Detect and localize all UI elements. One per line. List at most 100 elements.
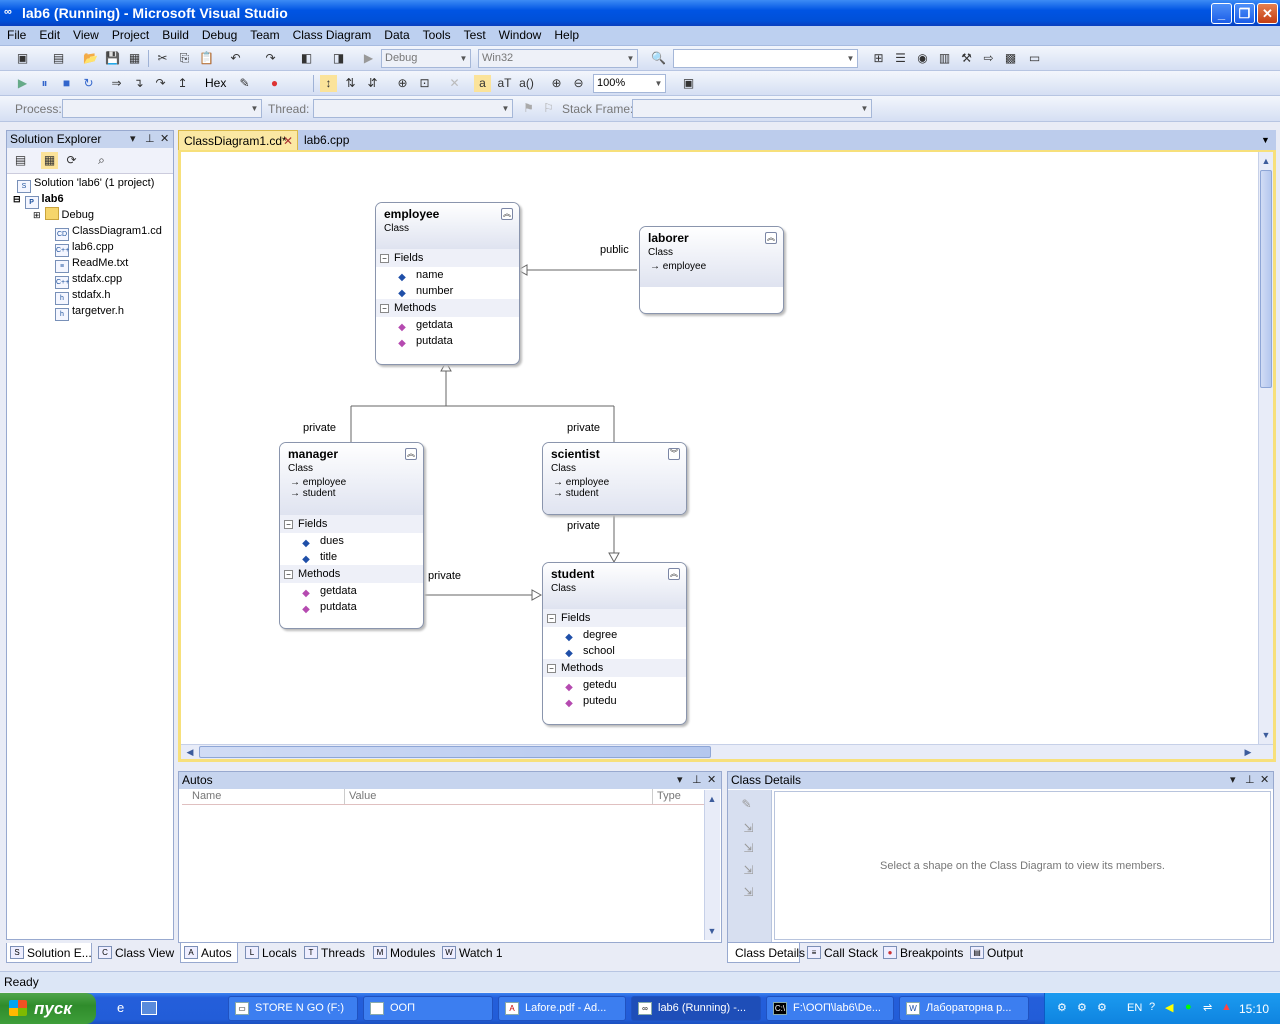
collapse-icon[interactable]: − (547, 664, 556, 673)
scroll-up-icon[interactable]: ▲ (1261, 156, 1271, 166)
method-item[interactable]: ◆getdata (280, 583, 423, 599)
scroll-down-icon[interactable]: ▼ (1261, 730, 1271, 740)
menu-class-diagram[interactable]: Class Diagram (292, 28, 372, 42)
collapse-icon[interactable]: − (284, 570, 293, 579)
tab-breakpoints[interactable]: ●Breakpoints (880, 943, 963, 963)
add-field-icon[interactable]: ⇲ (743, 863, 754, 877)
autos-scrollbar[interactable]: ▲ ▼ (704, 790, 720, 940)
menu-team[interactable]: Team (250, 28, 280, 42)
collapse-icon[interactable]: − (547, 614, 556, 623)
properties-icon[interactable]: ▤ (14, 153, 27, 167)
navigate-forward-icon[interactable]: ◨ (332, 51, 345, 65)
navigate-backward-icon[interactable]: ◧ (300, 51, 313, 65)
task-oop[interactable]: ООП (363, 996, 493, 1021)
menu-project[interactable]: Project (111, 28, 150, 42)
antivirus-icon[interactable]: ● (1185, 1001, 1192, 1013)
object-browser-icon[interactable]: ◉ (917, 51, 928, 65)
cut-icon[interactable]: ✂ (157, 51, 168, 65)
maximize-button[interactable]: ❐ (1234, 3, 1255, 24)
section-methods[interactable]: −Methods (280, 565, 423, 583)
column-type[interactable]: Type (657, 790, 681, 802)
show-all-files-icon[interactable]: ▦ (41, 152, 58, 169)
method-item[interactable]: ◆getdata (376, 317, 519, 333)
toolbox-icon[interactable]: ▥ (938, 51, 951, 65)
vertical-scroll-thumb[interactable] (1260, 170, 1272, 388)
horizontal-scroll-thumb[interactable] (199, 746, 711, 758)
tab-classdiagram[interactable]: ClassDiagram1.cd*✕ (178, 130, 298, 150)
collapse-icon[interactable]: ⊟ (13, 194, 21, 204)
solution-config-select[interactable]: Debug▼ (381, 49, 471, 68)
section-fields[interactable]: −Fields (280, 515, 423, 533)
undo-icon[interactable]: ↶ (230, 51, 241, 65)
breakpoint-icon[interactable]: ✎ (239, 76, 250, 90)
close-pane-icon[interactable]: ✕ (707, 774, 717, 786)
collapse-icon[interactable]: ︽ (405, 448, 417, 460)
sort-by-type-icon[interactable]: ⇵ (367, 76, 378, 90)
hex-toggle[interactable]: Hex (205, 76, 227, 90)
safely-remove-icon[interactable]: ▲ (1221, 1001, 1232, 1013)
field-item[interactable]: ◆name (376, 267, 519, 283)
delete-icon[interactable]: ✕ (449, 76, 460, 90)
view-class-diagram-icon[interactable]: ⌕ (98, 153, 105, 167)
method-item[interactable]: ◆putdata (376, 333, 519, 349)
start-page-icon[interactable]: ⇨ (983, 51, 994, 65)
stop-debugging-icon[interactable]: ■ (62, 76, 71, 90)
thread-select[interactable]: ▼ (313, 99, 513, 118)
network-icon[interactable]: ⚙ (1097, 1002, 1107, 1014)
pin-icon[interactable]: ⊥ (1245, 774, 1255, 786)
method-item[interactable]: ◆putdata (280, 599, 423, 615)
column-value[interactable]: Value (349, 790, 377, 802)
pane-menu-icon[interactable]: ▾ (677, 774, 683, 786)
section-fields[interactable]: −Fields (376, 249, 519, 267)
tab-list-icon[interactable]: ▼ (1261, 135, 1270, 145)
section-fields[interactable]: −Fields (543, 609, 686, 627)
open-file-icon[interactable]: 📂 (83, 51, 98, 65)
menu-view[interactable]: View (73, 28, 99, 42)
flag-threads-icon[interactable]: ⚐ (543, 101, 554, 115)
task-lab6-vs[interactable]: ∞lab6 (Running) -... (631, 996, 761, 1021)
task-console[interactable]: C:\F:\ООП\lab6\De... (766, 996, 894, 1021)
close-button[interactable]: ✕ (1257, 3, 1278, 24)
properties-icon[interactable]: ☰ (895, 51, 906, 65)
add-item-icon[interactable]: ▤ (52, 51, 65, 65)
menu-window[interactable]: Window (498, 28, 542, 42)
collapse-icon[interactable]: − (284, 520, 293, 529)
menu-test[interactable]: Test (463, 28, 486, 42)
pin-icon[interactable]: ⊥ (145, 133, 155, 145)
refresh-icon[interactable]: ⟳ (66, 153, 77, 167)
field-item[interactable]: ◆title (280, 549, 423, 565)
zoom-in-icon[interactable]: ⊕ (551, 76, 562, 90)
volume-icon[interactable]: ◀ (1165, 1002, 1174, 1014)
toggle-flag-icon[interactable]: ⚑ (523, 101, 534, 115)
restart-icon[interactable]: ↻ (83, 76, 94, 90)
add-event-icon[interactable]: ⇲ (743, 885, 754, 899)
other-windows-icon[interactable]: ▭ (1028, 51, 1041, 65)
network-icon[interactable]: ⚙ (1077, 1002, 1087, 1014)
class-view-icon[interactable]: ▩ (1004, 51, 1017, 65)
collapse-icon[interactable]: ︽ (765, 232, 777, 244)
tab-class-details[interactable]: Class Details (727, 943, 805, 963)
usb-icon[interactable]: ⇌ (1203, 1002, 1213, 1014)
field-item[interactable]: ◆degree (543, 627, 686, 643)
field-item[interactable]: ◆number (376, 283, 519, 299)
scroll-left-icon[interactable]: ◀ (186, 747, 194, 757)
menu-build[interactable]: Build (162, 28, 189, 42)
tab-call-stack[interactable]: ≡Call Stack (804, 943, 878, 963)
close-tab-icon[interactable]: ✕ (282, 134, 293, 148)
class-diagram-canvas[interactable]: public private private private private e… (178, 150, 1276, 762)
new-project-icon[interactable]: ▣ (16, 51, 29, 65)
font-ao-icon[interactable]: a() (519, 76, 534, 90)
redo-icon[interactable]: ↷ (265, 51, 276, 65)
